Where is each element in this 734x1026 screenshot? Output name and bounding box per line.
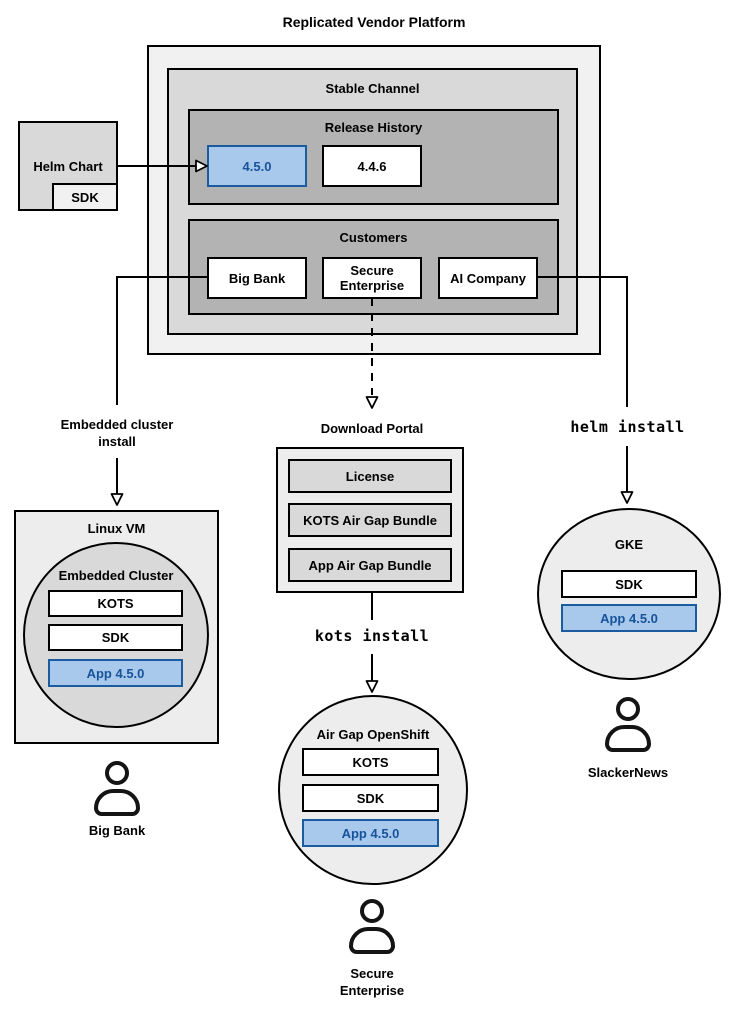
airgap-kots-box: KOTS [302,748,439,776]
person-body [605,725,651,752]
gke-sdk-box: SDK [561,570,697,598]
customer-big-bank: Big Bank [207,257,307,299]
airgap-openshift-label: Air Gap OpenShift [316,727,430,742]
person-body [94,789,140,816]
customer-secure-enterprise: Secure Enterprise [322,257,422,299]
edge-label-helm-install: helm install [570,418,685,436]
embedded-kots-box: KOTS [48,590,183,617]
embedded-app-box: App 4.5.0 [48,659,183,687]
gke-label: GKE [614,537,644,552]
arrowhead-down-icon [365,396,379,409]
slackernews-person-icon [600,697,656,752]
release-history-label: Release History [324,120,423,135]
gke-app-box: App 4.5.0 [561,604,697,632]
embedded-cluster-label: Embedded Cluster [58,568,174,583]
download-portal-label: Download Portal [320,421,424,436]
big-bank-user-label: Big Bank [88,823,146,838]
arrowhead-down-icon [620,491,634,504]
helm-chart-sdk-badge: SDK [52,183,118,211]
linux-vm-label: Linux VM [87,521,146,536]
kots-airgap-bundle-box: KOTS Air Gap Bundle [288,503,452,537]
slackernews-user-label: SlackerNews [587,765,669,780]
person-body [349,927,395,954]
release-version-4-4-6: 4.4.6 [322,145,422,187]
big-bank-person-icon [89,761,145,816]
airgap-app-box: App 4.5.0 [302,819,439,847]
customers-label: Customers [339,230,408,245]
app-airgap-bundle-box: App Air Gap Bundle [288,548,452,582]
person-head [360,899,384,923]
edge-label-embedded-cluster-install: Embedded cluster install [60,417,174,449]
secure-enterprise-person-icon [344,899,400,954]
person-head [616,697,640,721]
stable-channel-label: Stable Channel [325,81,420,96]
license-box: License [288,459,452,493]
customer-ai-company: AI Company [438,257,538,299]
arrowhead-down-icon [110,493,124,506]
airgap-sdk-box: SDK [302,784,439,812]
embedded-sdk-box: SDK [48,624,183,651]
person-head [105,761,129,785]
release-version-4-5-0: 4.5.0 [207,145,307,187]
secure-enterprise-user-label: Secure Enterprise [339,966,405,998]
diagram-title: Replicated Vendor Platform [282,14,466,30]
edge-label-kots-install: kots install [314,627,430,645]
arrowhead-down-icon [365,680,379,693]
